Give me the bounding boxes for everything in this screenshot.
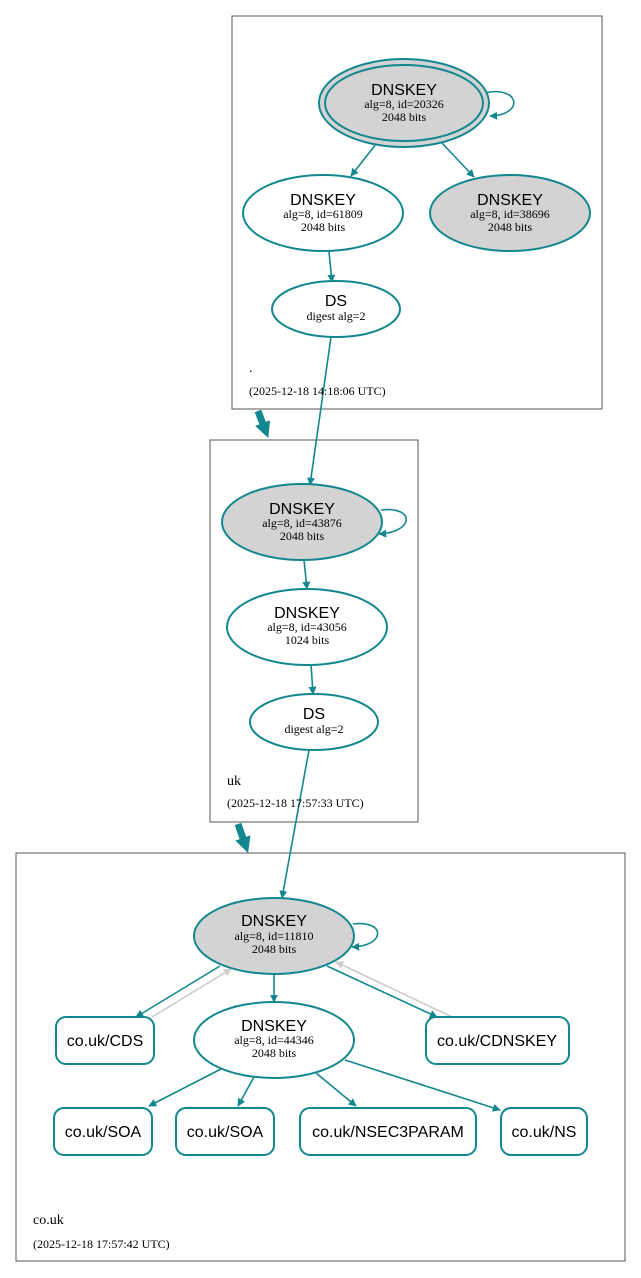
couk-ksk-type: DNSKEY (241, 913, 307, 930)
uk-ds-info: digest alg=2 (284, 722, 343, 736)
delegation-arrow-uk-to-couk (234, 822, 251, 854)
root-ds-node[interactable]: DS digest alg=2 (271, 280, 401, 338)
edge-couk-ksk-to-cds (135, 965, 221, 1018)
couk-ksk-node[interactable]: DNSKEY alg=8, id=11810 2048 bits (193, 897, 355, 975)
edge-uk-ksk-to-zsk (302, 559, 311, 590)
edge-root-zsk-to-ds (327, 251, 336, 283)
edge-uk-ksk-self (378, 508, 408, 538)
edge-root-ksk-to-zsk (350, 143, 377, 177)
uk-zsk-node[interactable]: DNSKEY alg=8, id=43056 1024 bits (226, 588, 388, 666)
edge-uk-ds-to-couk-ksk (279, 749, 310, 899)
couk-soa1-label: co.uk/SOA (65, 1124, 142, 1141)
edge-root-ksk-to-standby (441, 142, 475, 178)
edge-couk-ksk-self (351, 922, 379, 951)
couk-cdnskey-rrset[interactable]: co.uk/CDNSKEY (425, 1016, 570, 1065)
root-zsk-node[interactable]: DNSKEY alg=8, id=61809 2048 bits (242, 174, 404, 252)
couk-cds-rrset[interactable]: co.uk/CDS (55, 1016, 155, 1065)
edge-couk-zsk-to-ns (344, 1059, 501, 1112)
edge-couk-zsk-to-nsec3param (315, 1072, 357, 1107)
root-standby-info: alg=8, id=38696 (470, 207, 550, 221)
couk-ksk-info: alg=8, id=11810 (234, 929, 313, 943)
uk-ksk-type: DNSKEY (269, 501, 335, 518)
couk-zsk-node[interactable]: DNSKEY alg=8, id=44346 2048 bits (193, 1001, 355, 1079)
edge-uk-zsk-to-ds (308, 663, 317, 695)
root-ksk-info: alg=8, id=20326 (364, 97, 444, 111)
couk-nsec3param-rrset[interactable]: co.uk/NSEC3PARAM (299, 1107, 477, 1156)
zone-label-uk: uk (227, 774, 241, 789)
root-zsk-type: DNSKEY (290, 192, 356, 209)
zone-label-couk: co.uk (33, 1213, 64, 1228)
uk-ksk-node[interactable]: DNSKEY alg=8, id=43876 2048 bits (221, 483, 383, 561)
edge-cdnskey-to-couk-ksk (335, 961, 453, 1018)
uk-zsk-info: alg=8, id=43056 (267, 620, 347, 634)
edge-cds-to-couk-ksk (151, 968, 232, 1018)
couk-zsk-bits: 2048 bits (252, 1046, 297, 1060)
couk-soa1-rrset[interactable]: co.uk/SOA (53, 1107, 153, 1156)
uk-ds-type: DS (303, 706, 325, 723)
couk-ns-label: co.uk/NS (512, 1124, 577, 1141)
couk-zsk-info: alg=8, id=44346 (234, 1033, 314, 1047)
root-standby-bits: 2048 bits (488, 220, 533, 234)
couk-zsk-type: DNSKEY (241, 1018, 307, 1035)
edge-root-ksk-self (483, 90, 515, 120)
zone-label-root: . (249, 361, 253, 376)
root-ksk-bits: 2048 bits (382, 110, 427, 124)
uk-ksk-bits: 2048 bits (280, 529, 325, 543)
zone-timestamp-uk: (2025-12-18 17:57:33 UTC) (227, 796, 364, 810)
uk-zsk-type: DNSKEY (274, 605, 340, 622)
root-ksk-node[interactable]: DNSKEY alg=8, id=20326 2048 bits (318, 58, 490, 148)
root-zsk-bits: 2048 bits (301, 220, 346, 234)
zone-timestamp-root: (2025-12-18 14:18:06 UTC) (249, 384, 386, 398)
couk-soa2-label: co.uk/SOA (187, 1124, 264, 1141)
couk-ns-rrset[interactable]: co.uk/NS (500, 1107, 588, 1156)
uk-ksk-info: alg=8, id=43876 (262, 516, 342, 530)
couk-cds-label: co.uk/CDS (67, 1033, 143, 1050)
delegation-arrow-root-to-uk (254, 409, 271, 438)
root-ksk-type: DNSKEY (371, 82, 437, 99)
root-zsk-info: alg=8, id=61809 (283, 207, 363, 221)
couk-nsec3param-label: co.uk/NSEC3PARAM (312, 1124, 464, 1141)
edge-couk-zsk-to-soa2 (237, 1076, 255, 1107)
uk-ds-node[interactable]: DS digest alg=2 (249, 693, 379, 751)
couk-soa2-rrset[interactable]: co.uk/SOA (175, 1107, 275, 1156)
root-standby-node[interactable]: DNSKEY alg=8, id=38696 2048 bits (429, 174, 591, 252)
couk-cdnskey-label: co.uk/CDNSKEY (437, 1033, 557, 1050)
root-standby-type: DNSKEY (477, 192, 543, 209)
edge-couk-zsk-to-soa1 (148, 1068, 222, 1107)
uk-zsk-bits: 1024 bits (285, 633, 330, 647)
root-ds-type: DS (325, 293, 347, 310)
edge-couk-ksk-to-cdnskey (326, 965, 438, 1018)
edge-root-ds-to-uk-ksk (307, 336, 332, 486)
root-ds-info: digest alg=2 (306, 309, 365, 323)
zone-timestamp-couk: (2025-12-18 17:57:42 UTC) (33, 1237, 170, 1251)
couk-ksk-bits: 2048 bits (252, 942, 297, 956)
